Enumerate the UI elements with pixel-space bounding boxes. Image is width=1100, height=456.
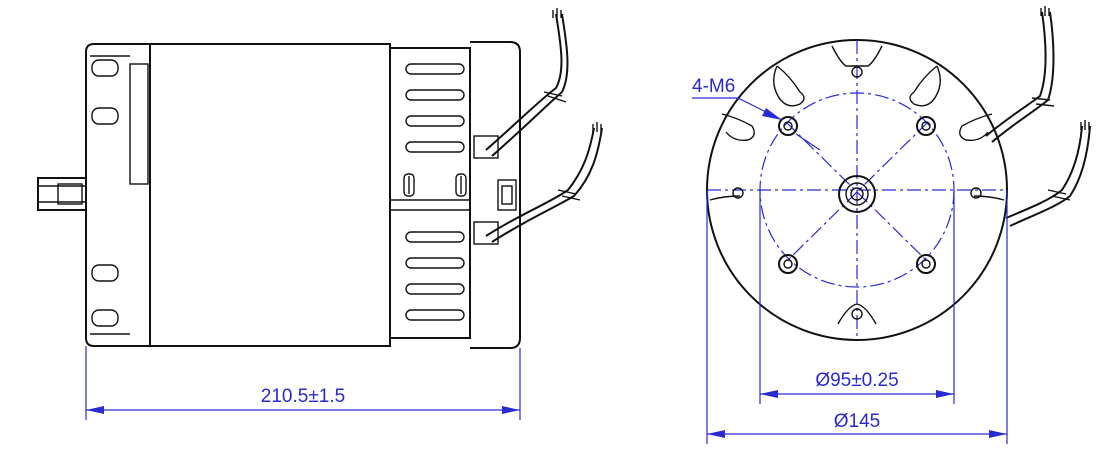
outer-diameter-dimension: Ø145 <box>706 190 1008 444</box>
bolt-circle-dimension: Ø95±0.25 <box>759 190 955 404</box>
stator-housing <box>149 43 391 347</box>
front-end-cap <box>390 41 521 349</box>
lead-wires-front <box>985 6 1091 227</box>
shaft-hub <box>838 175 876 213</box>
hole-callout-label: 4-M6 <box>692 76 735 97</box>
brush-screw-icon <box>403 173 467 197</box>
lead-wires-side <box>473 8 603 245</box>
m6-mounting-holes <box>778 116 936 274</box>
hole-callout: 4-M6 <box>692 76 821 151</box>
bolt-circle-dimension-label: Ø95±0.25 <box>815 370 898 391</box>
length-dimension: 210.5±1.5 <box>85 346 521 420</box>
outer-diameter-dimension-label: Ø145 <box>834 411 880 432</box>
rear-end-cap <box>85 43 151 347</box>
length-dimension-label: 210.5±1.5 <box>261 386 345 407</box>
vent-slots-lower <box>405 231 465 321</box>
vent-slots-upper <box>405 63 465 153</box>
motor-front-view <box>706 6 1091 341</box>
motor-side-view <box>37 8 603 349</box>
rim-screw-holes <box>732 66 982 320</box>
motor-shaft <box>37 177 87 211</box>
